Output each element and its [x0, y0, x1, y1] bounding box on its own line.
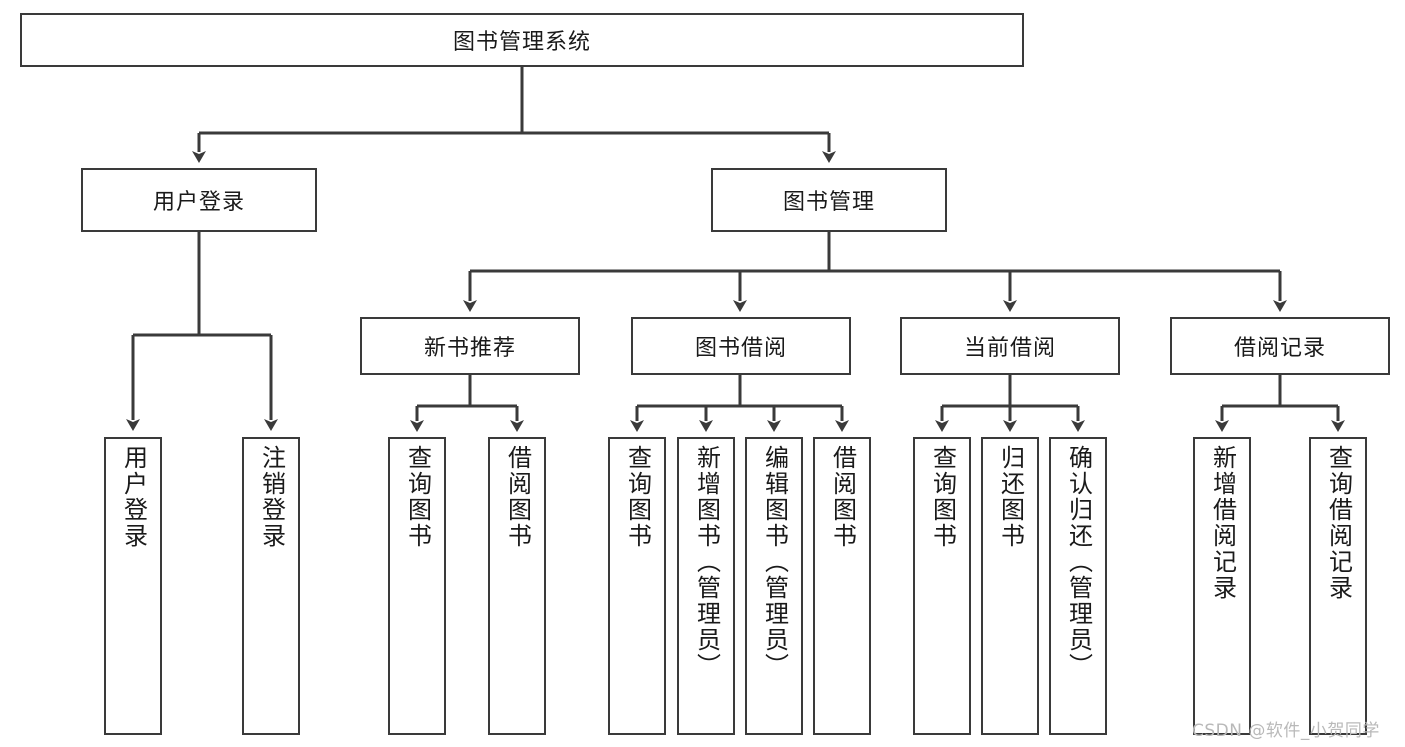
leaf-user-login-login[interactable]: 用户登录	[104, 437, 162, 735]
node-user-login[interactable]: 用户登录	[81, 168, 317, 232]
watermark-text: CSDN @软件_小贺同学	[1192, 721, 1380, 741]
leaf-label: 用户登录	[119, 445, 148, 549]
node-root-label: 图书管理系统	[452, 30, 591, 55]
node-book-management[interactable]: 图书管理	[711, 168, 947, 232]
leaf-record-query[interactable]: 查询借阅记录	[1309, 437, 1367, 735]
leaf-borrow-query-book[interactable]: 查询图书	[608, 437, 666, 735]
node-current-borrow[interactable]: 当前借阅	[900, 317, 1120, 375]
node-current-borrow-label: 当前借阅	[963, 336, 1056, 361]
leaf-borrow-borrow-book[interactable]: 借阅图书	[813, 437, 871, 735]
node-borrow-record[interactable]: 借阅记录	[1170, 317, 1390, 375]
leaf-label: 查询图书	[928, 445, 957, 549]
leaf-label: 新增图书（管理员）	[692, 445, 721, 679]
leaf-label: 借阅图书	[503, 445, 532, 549]
leaf-new-book-borrow[interactable]: 借阅图书	[488, 437, 546, 735]
leaf-label: 编辑图书（管理员）	[760, 445, 789, 679]
leaf-new-book-query[interactable]: 查询图书	[388, 437, 446, 735]
node-new-book-recommend[interactable]: 新书推荐	[360, 317, 580, 375]
leaf-borrow-add-book[interactable]: 新增图书（管理员）	[677, 437, 735, 735]
leaf-record-add[interactable]: 新增借阅记录	[1193, 437, 1251, 735]
leaf-label: 借阅图书	[828, 445, 857, 549]
leaf-current-confirm-return[interactable]: 确认归还（管理员）	[1049, 437, 1107, 735]
leaf-label: 注销登录	[257, 445, 286, 549]
node-root[interactable]: 图书管理系统	[20, 13, 1024, 67]
leaf-current-return-book[interactable]: 归还图书	[981, 437, 1039, 735]
leaf-label: 查询借阅记录	[1324, 445, 1353, 601]
node-book-borrow-label: 图书借阅	[694, 336, 787, 361]
leaf-label: 新增借阅记录	[1208, 445, 1237, 601]
leaf-label: 查询图书	[403, 445, 432, 549]
leaf-label: 查询图书	[623, 445, 652, 549]
leaf-borrow-edit-book[interactable]: 编辑图书（管理员）	[745, 437, 803, 735]
leaf-label: 确认归还（管理员）	[1064, 445, 1093, 679]
node-book-management-label: 图书管理	[782, 190, 875, 215]
leaf-current-query-book[interactable]: 查询图书	[913, 437, 971, 735]
node-new-book-recommend-label: 新书推荐	[423, 336, 516, 361]
csdn-watermark: CSDN @软件_小贺同学	[1192, 716, 1380, 741]
node-borrow-record-label: 借阅记录	[1233, 336, 1326, 361]
node-book-borrow[interactable]: 图书借阅	[631, 317, 851, 375]
node-user-login-label: 用户登录	[152, 190, 245, 215]
leaf-label: 归还图书	[996, 445, 1025, 549]
leaf-user-login-logout[interactable]: 注销登录	[242, 437, 300, 735]
